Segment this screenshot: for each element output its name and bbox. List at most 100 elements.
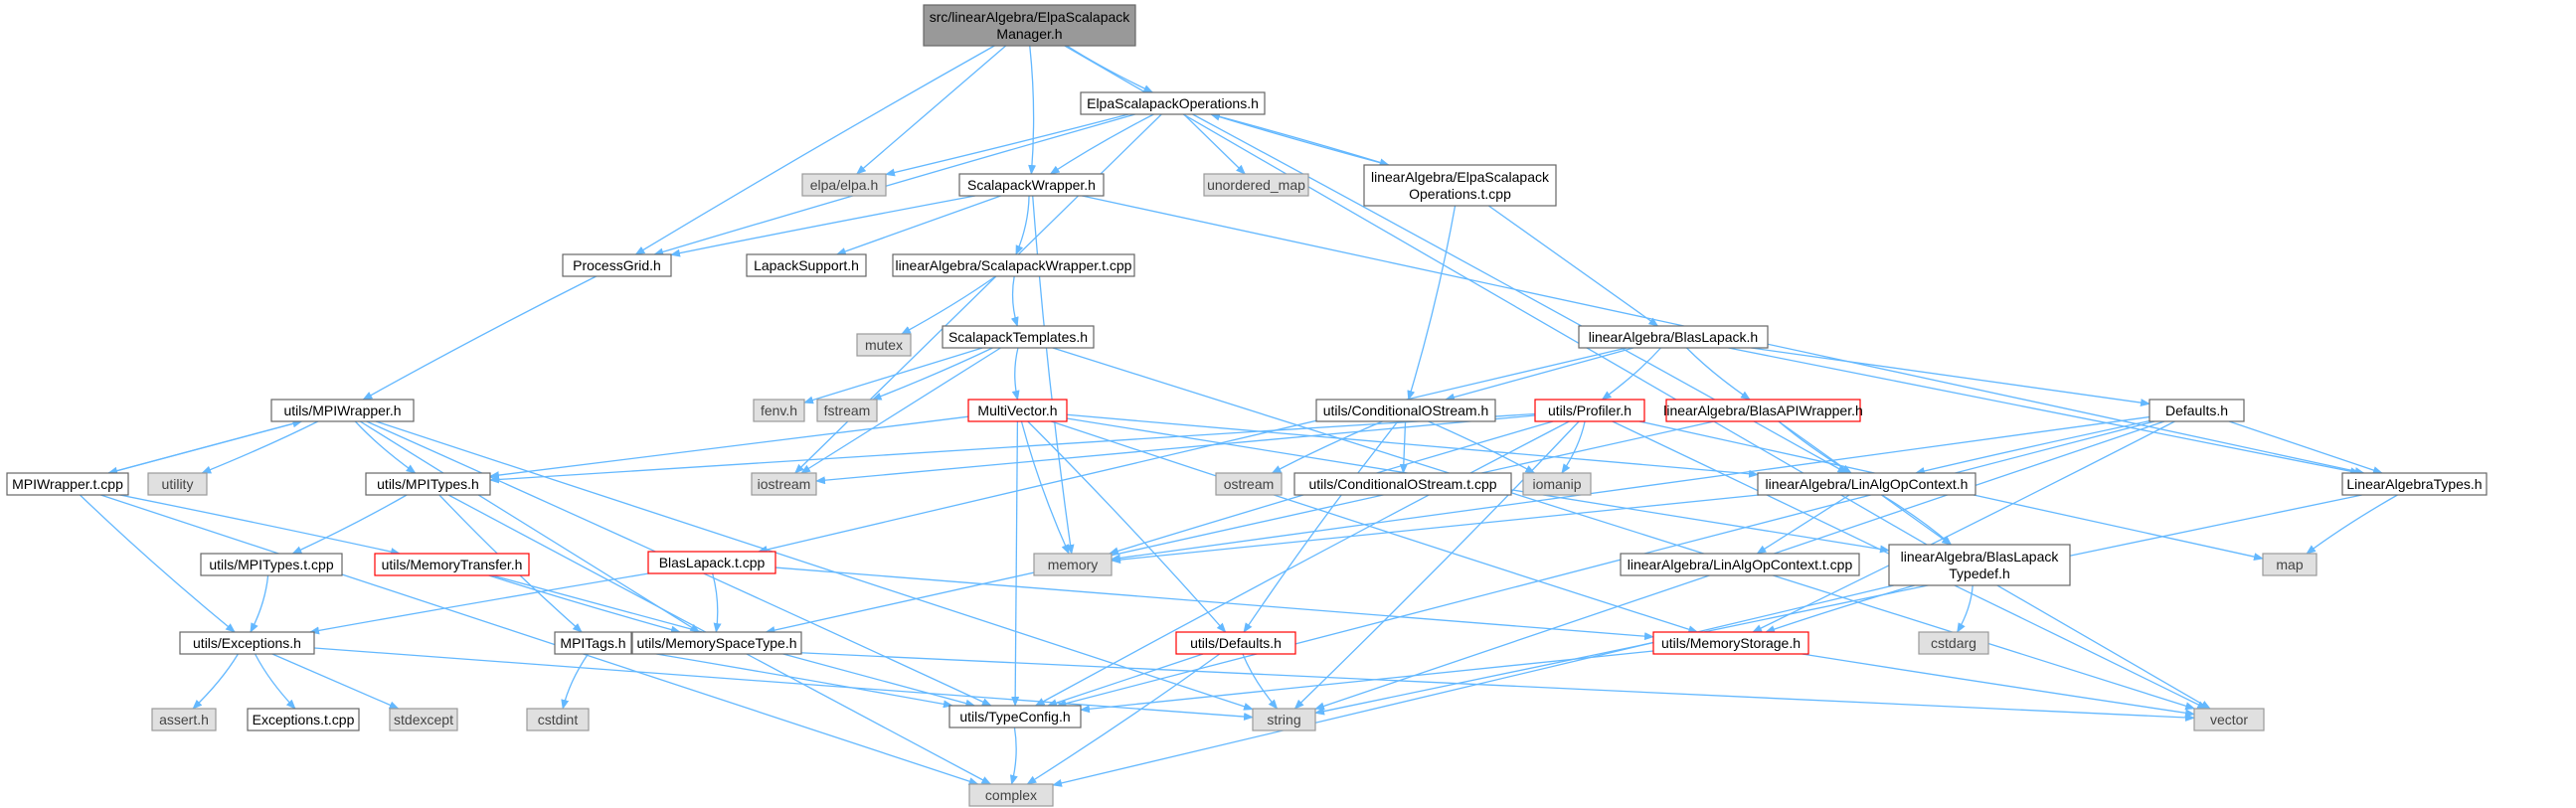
- node-linalg-ctx-t[interactable]: linearAlgebra/LinAlgOpContext.t.cpp: [1620, 553, 1860, 576]
- node-mem-storage[interactable]: utils/MemoryStorage.h: [1652, 631, 1809, 655]
- node-mpi-wrapper[interactable]: utils/MPIWrapper.h: [270, 399, 415, 422]
- node-mem-transfer[interactable]: utils/MemoryTransfer.h: [374, 553, 530, 576]
- node-label: map: [2276, 557, 2303, 572]
- node-box: [1363, 164, 1557, 207]
- node-mpi-types-t[interactable]: utils/MPITypes.t.cpp: [200, 553, 343, 576]
- node-box: [1175, 631, 1296, 655]
- node-blas-api[interactable]: linearAlgebra/BlasAPIWrapper.h: [1663, 399, 1863, 422]
- node-elpa-ops-t[interactable]: linearAlgebra/ElpaScalapackOperations.t.…: [1363, 164, 1557, 207]
- node-scal-wrap[interactable]: ScalapackWrapper.h: [958, 173, 1105, 197]
- node-box: [365, 472, 491, 496]
- node-proc-grid[interactable]: ProcessGrid.h: [562, 253, 672, 277]
- edges-layer: [79, 45, 2398, 787]
- edge-scal_templates-to-fenv: [803, 347, 983, 404]
- node-box: [1578, 325, 1769, 349]
- node-label: complex: [985, 787, 1037, 803]
- edge-defaults_h-to-linalg_types: [2228, 420, 2383, 474]
- node-scal-wrap-t[interactable]: linearAlgebra/ScalapackWrapper.t.cpp: [892, 253, 1135, 277]
- node-cond-ostream[interactable]: utils/ConditionalOStream.h: [1315, 399, 1496, 422]
- node-label: Manager.h: [996, 26, 1062, 42]
- node-scal-templates[interactable]: ScalapackTemplates.h: [942, 325, 1095, 349]
- node-label: vector: [2210, 712, 2248, 727]
- node-label: ScalapackTemplates.h: [948, 329, 1088, 345]
- node-mpitags[interactable]: MPITags.h: [554, 631, 632, 655]
- node-label: LapackSupport.h: [754, 257, 859, 273]
- node-linalg-types[interactable]: LinearAlgebraTypes.h: [2341, 472, 2488, 496]
- edge-blas_lapack_t-to-mem_space_type: [712, 572, 722, 633]
- node-lapack-support[interactable]: LapackSupport.h: [746, 253, 867, 277]
- node-label: elpa/elpa.h: [810, 177, 879, 193]
- node-label: ostream: [1224, 476, 1275, 492]
- node-label: BlasLapack.t.cpp: [659, 555, 766, 570]
- node-linalg-ctx[interactable]: linearAlgebra/LinAlgOpContext.h: [1757, 472, 1976, 496]
- edge-proc_grid-to-mpi_wrapper: [362, 275, 597, 401]
- node-memory: memory: [1033, 553, 1113, 576]
- edge-defaults_h-to-memory: [1111, 415, 2150, 563]
- node-label: Defaults.h: [2165, 403, 2228, 418]
- node-elpa-ops[interactable]: ElpaScalapackOperations.h: [1080, 91, 1266, 115]
- node-elpa-h: elpa/elpa.h: [801, 173, 887, 197]
- node-blas-lapack[interactable]: linearAlgebra/BlasLapack.h: [1578, 325, 1769, 349]
- edge-elpa_ops-to-unordered_map: [1183, 113, 1246, 175]
- node-blas-lapack-t[interactable]: BlasLapack.t.cpp: [647, 551, 776, 574]
- edge-cond_ostream-to-ostream: [1271, 420, 1383, 474]
- node-label: cstdarg: [1931, 635, 1976, 651]
- node-box: [942, 325, 1095, 349]
- edge-exceptions_h-to-exceptions_t: [254, 653, 296, 710]
- node-type-config[interactable]: utils/TypeConfig.h: [948, 705, 1082, 728]
- edge-utils_defaults-to-complex: [1026, 653, 1221, 785]
- edge-profiler-to-type_config: [1034, 420, 1570, 707]
- edge-scal_templates-to-iostream: [800, 347, 1001, 474]
- node-box: [631, 631, 802, 655]
- edge-mem_transfer-to-mem_space_type: [488, 574, 681, 634]
- node-box: [247, 708, 360, 731]
- edge-mpitags-to-vector: [630, 644, 2195, 722]
- edge-elpa_ops-to-elpa_h: [885, 113, 1129, 177]
- node-box: [2193, 708, 2265, 731]
- node-cond-ostream-t[interactable]: utils/ConditionalOStream.t.cpp: [1293, 472, 1512, 496]
- node-box: [753, 399, 805, 422]
- node-box: [948, 705, 1082, 728]
- node-box: [1522, 472, 1592, 496]
- node-defaults-h[interactable]: Defaults.h: [2148, 399, 2245, 422]
- node-multivector[interactable]: MultiVector.h: [967, 399, 1068, 422]
- node-label: stdexcept: [394, 712, 453, 727]
- edge-elpa_ops-to-proc_grid: [653, 113, 1135, 256]
- node-utility: utility: [147, 472, 208, 496]
- node-exceptions-t[interactable]: Exceptions.t.cpp: [247, 708, 360, 731]
- node-box: [1293, 472, 1512, 496]
- edge-linalg_ctx-to-linalg_ctx_t: [1756, 494, 1850, 555]
- node-label: utils/ConditionalOStream.t.cpp: [1308, 476, 1496, 492]
- node-assert-h: assert.h: [151, 708, 217, 731]
- node-string: string: [1252, 708, 1316, 731]
- node-exceptions-h[interactable]: utils/Exceptions.h: [179, 631, 315, 655]
- node-iomanip: iomanip: [1522, 472, 1592, 496]
- node-box: [1888, 544, 2071, 586]
- node-label: MultiVector.h: [977, 403, 1057, 418]
- node-mpi-types[interactable]: utils/MPITypes.h: [365, 472, 491, 496]
- edge-elpa_ops-to-scal_wrap: [1049, 113, 1154, 175]
- node-box: [1652, 631, 1809, 655]
- node-profiler[interactable]: utils/Profiler.h: [1534, 399, 1645, 422]
- node-label: LinearAlgebraTypes.h: [2346, 476, 2482, 492]
- node-mpi-wrapper-t[interactable]: MPIWrapper.t.cpp: [6, 472, 129, 496]
- edge-multivector-to-linalg_ctx: [1066, 413, 1759, 478]
- edge-blas_lapack-to-defaults_h: [1751, 347, 2150, 407]
- node-label: string: [1267, 712, 1300, 727]
- edge-mem_storage-to-type_config: [1080, 650, 1654, 714]
- edge-exceptions_h-to-string: [313, 647, 1254, 721]
- node-box: [1534, 399, 1645, 422]
- node-box: [1918, 631, 1989, 655]
- node-label: Typedef.h: [1949, 566, 2010, 581]
- node-label: utility: [162, 476, 194, 492]
- node-box: [1215, 472, 1283, 496]
- edge-mpi_wrapper-to-utility: [201, 420, 319, 474]
- edge-elpa_ops-to-iostream: [794, 113, 1162, 474]
- node-mem-space-type[interactable]: utils/MemorySpaceType.h: [631, 631, 802, 655]
- node-utils-defaults[interactable]: utils/Defaults.h: [1175, 631, 1296, 655]
- node-box: [151, 708, 217, 731]
- node-label: utils/MPIWrapper.h: [283, 403, 401, 418]
- edge-cond_ostream-to-cond_ostream_t: [1399, 420, 1408, 474]
